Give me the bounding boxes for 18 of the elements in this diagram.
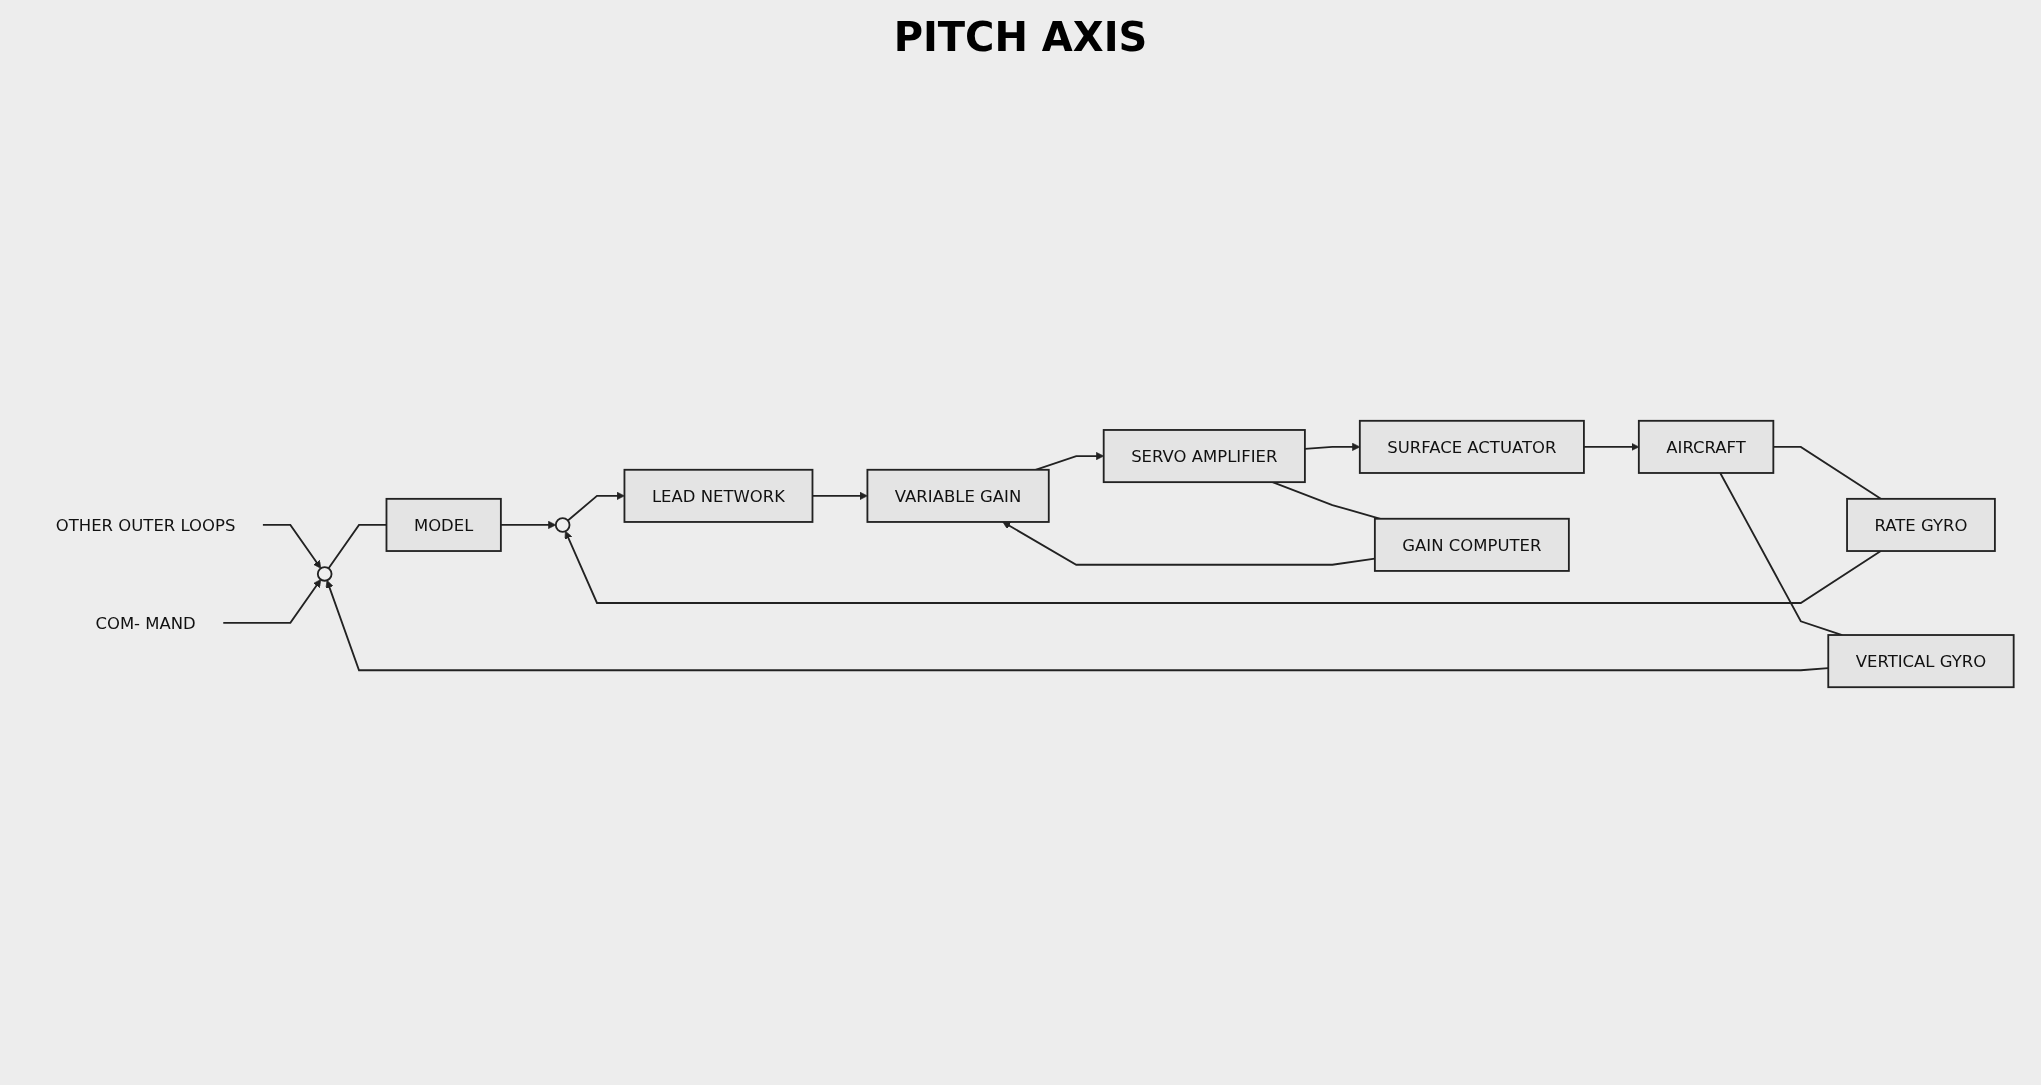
node-box: LEAD NETWORK <box>623 468 813 523</box>
arrow <box>261 524 321 569</box>
arrow <box>564 530 1882 604</box>
node-circle <box>316 566 332 582</box>
node-text: OTHER OUTER LOOPS <box>55 515 235 535</box>
node-box: VARIABLE GAIN <box>866 468 1050 523</box>
node-box: AIRCRAFT <box>1637 419 1774 474</box>
arrow <box>221 579 321 624</box>
node-box: GAIN COMPUTER <box>1373 517 1570 572</box>
node-box: RATE GYRO <box>1845 497 1996 552</box>
diagram-title: PITCH AXIS <box>892 14 1149 60</box>
connector <box>1718 472 1843 636</box>
node-text: COM- MAND <box>94 613 196 633</box>
node-box: MODEL <box>385 497 502 552</box>
node-circle <box>554 517 570 533</box>
node-box: SURFACE ACTUATOR <box>1358 419 1585 474</box>
node-box: VERTICAL GYRO <box>1826 634 2015 689</box>
node-box: SERVO AMPLIFIER <box>1102 429 1306 484</box>
